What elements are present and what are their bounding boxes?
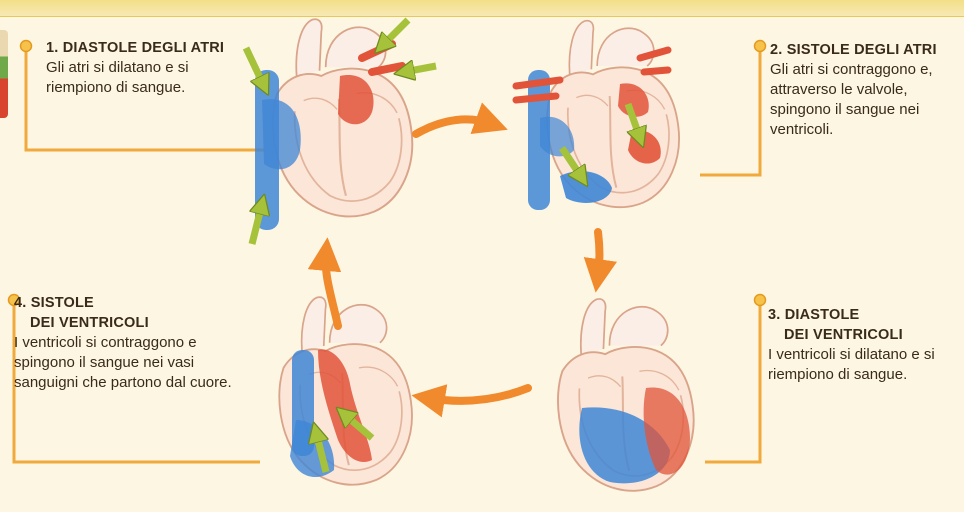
bullet-dot-icon	[21, 41, 32, 52]
heart-1-illustration	[246, 19, 436, 244]
step-1-title: 1. DIASTOLE DEGLI ATRI	[46, 38, 246, 58]
heart-3-illustration	[558, 299, 694, 491]
connector-step-2	[700, 50, 760, 175]
step-1-text: Gli atri si dilatano e si riempiono di s…	[46, 58, 246, 98]
cycle-arrow-icon	[416, 119, 492, 134]
step-3-title-line2: DEI VENTRICOLI	[768, 325, 964, 345]
cycle-arrow-icon	[428, 388, 528, 401]
step-1-caption: 1. DIASTOLE DEGLI ATRI Gli atri si dilat…	[46, 38, 246, 98]
bullet-dot-icon	[755, 295, 766, 306]
step-2-text: Gli atri si contraggono e, attraverso le…	[770, 60, 962, 140]
cycle-arrow-icon	[326, 254, 338, 326]
heart-4-illustration	[279, 297, 412, 485]
heart-2-illustration	[516, 21, 679, 210]
step-3-caption: 3. DIASTOLE DEI VENTRICOLI I ventricoli …	[768, 305, 964, 385]
bullet-dot-icon	[755, 41, 766, 52]
step-2-caption: 2. SISTOLE DEGLI ATRI Gli atri si contra…	[770, 40, 962, 140]
step-4-title-line2: DEI VENTRICOLI	[14, 313, 244, 333]
step-4-text: I ventricoli si contraggono e spingono i…	[14, 333, 244, 393]
connector-step-3	[705, 304, 760, 462]
step-3-title: 3. DIASTOLE	[768, 305, 964, 325]
step-3-text: I ventricoli si dilatano e si riempiono …	[768, 345, 964, 385]
flow-arrow-icon	[404, 66, 436, 72]
step-4-caption: 4. SISTOLE DEI VENTRICOLI I ventricoli s…	[14, 293, 244, 393]
step-2-title: 2. SISTOLE DEGLI ATRI	[770, 40, 962, 60]
step-4-title: 4. SISTOLE	[14, 293, 244, 313]
cycle-arrow-icon	[598, 232, 600, 276]
flow-arrow-icon	[252, 204, 262, 244]
flow-arrow-icon	[246, 48, 264, 86]
